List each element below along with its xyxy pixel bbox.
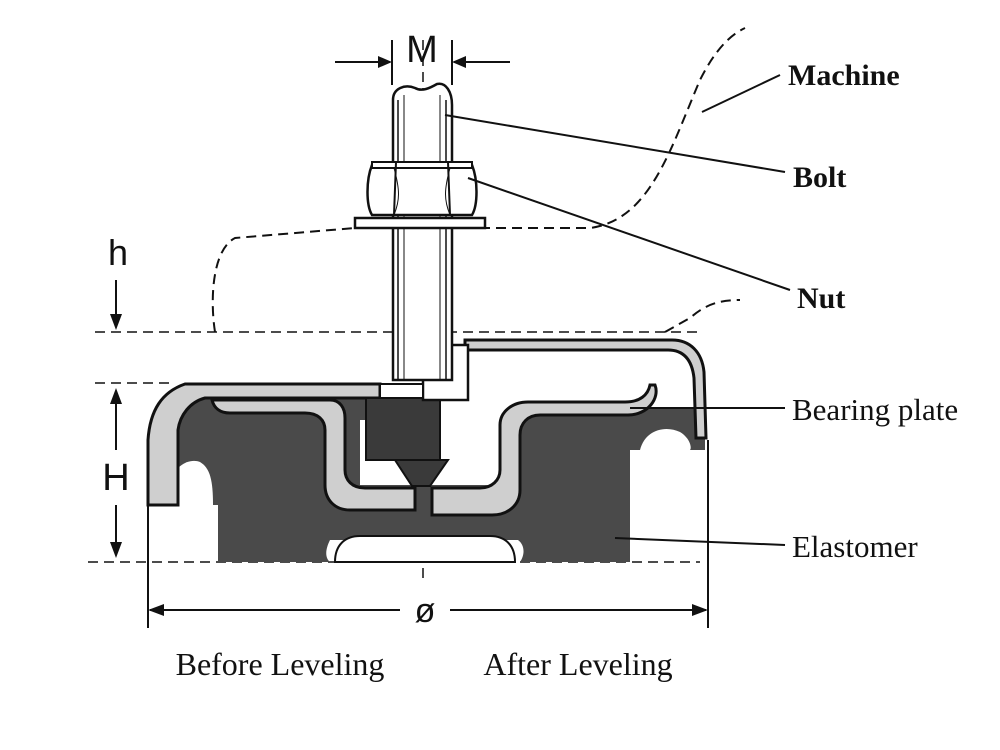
adjust-height-label: h (108, 232, 128, 273)
label-nut: Nut (797, 282, 845, 315)
leader-machine (701, 74, 781, 113)
elastomer-bottom-cutout (333, 535, 517, 563)
label-machine: Machine (788, 59, 900, 92)
dim-diameter (147, 440, 709, 628)
thread-size-label: M (406, 29, 438, 71)
threaded-boss (365, 397, 441, 461)
elastomer-left-cutout (172, 460, 213, 505)
leader-bolt (444, 114, 786, 173)
caption-after-leveling: After Leveling (483, 646, 672, 682)
label-bearing-plate: Bearing plate (792, 392, 958, 427)
elastomer-left (148, 392, 440, 562)
label-elastomer: Elastomer (792, 529, 918, 564)
bearing-plate-left-inner (210, 398, 417, 512)
washer (353, 216, 487, 230)
leader-lines (444, 74, 791, 546)
leader-elastomer (614, 537, 786, 546)
bearing-plate-right-rim (463, 338, 708, 440)
dim-thread-M (335, 40, 510, 85)
dim-h-arrow (110, 280, 122, 330)
diameter-label: ø (415, 592, 436, 630)
threaded-boss-tip (393, 459, 450, 487)
bolt (391, 82, 454, 382)
machine-outline (211, 27, 746, 333)
leveling-sleeve-before (379, 383, 424, 399)
mount-height-label: H (102, 457, 129, 499)
bearing-plate-right-inner (430, 383, 658, 517)
label-bolt: Bolt (793, 161, 846, 194)
dim-H-arrow (110, 388, 122, 558)
nut (366, 161, 478, 217)
elastomer-right-cutout (640, 429, 691, 450)
caption-before-leveling: Before Leveling (176, 646, 385, 682)
leader-nut (467, 177, 791, 291)
